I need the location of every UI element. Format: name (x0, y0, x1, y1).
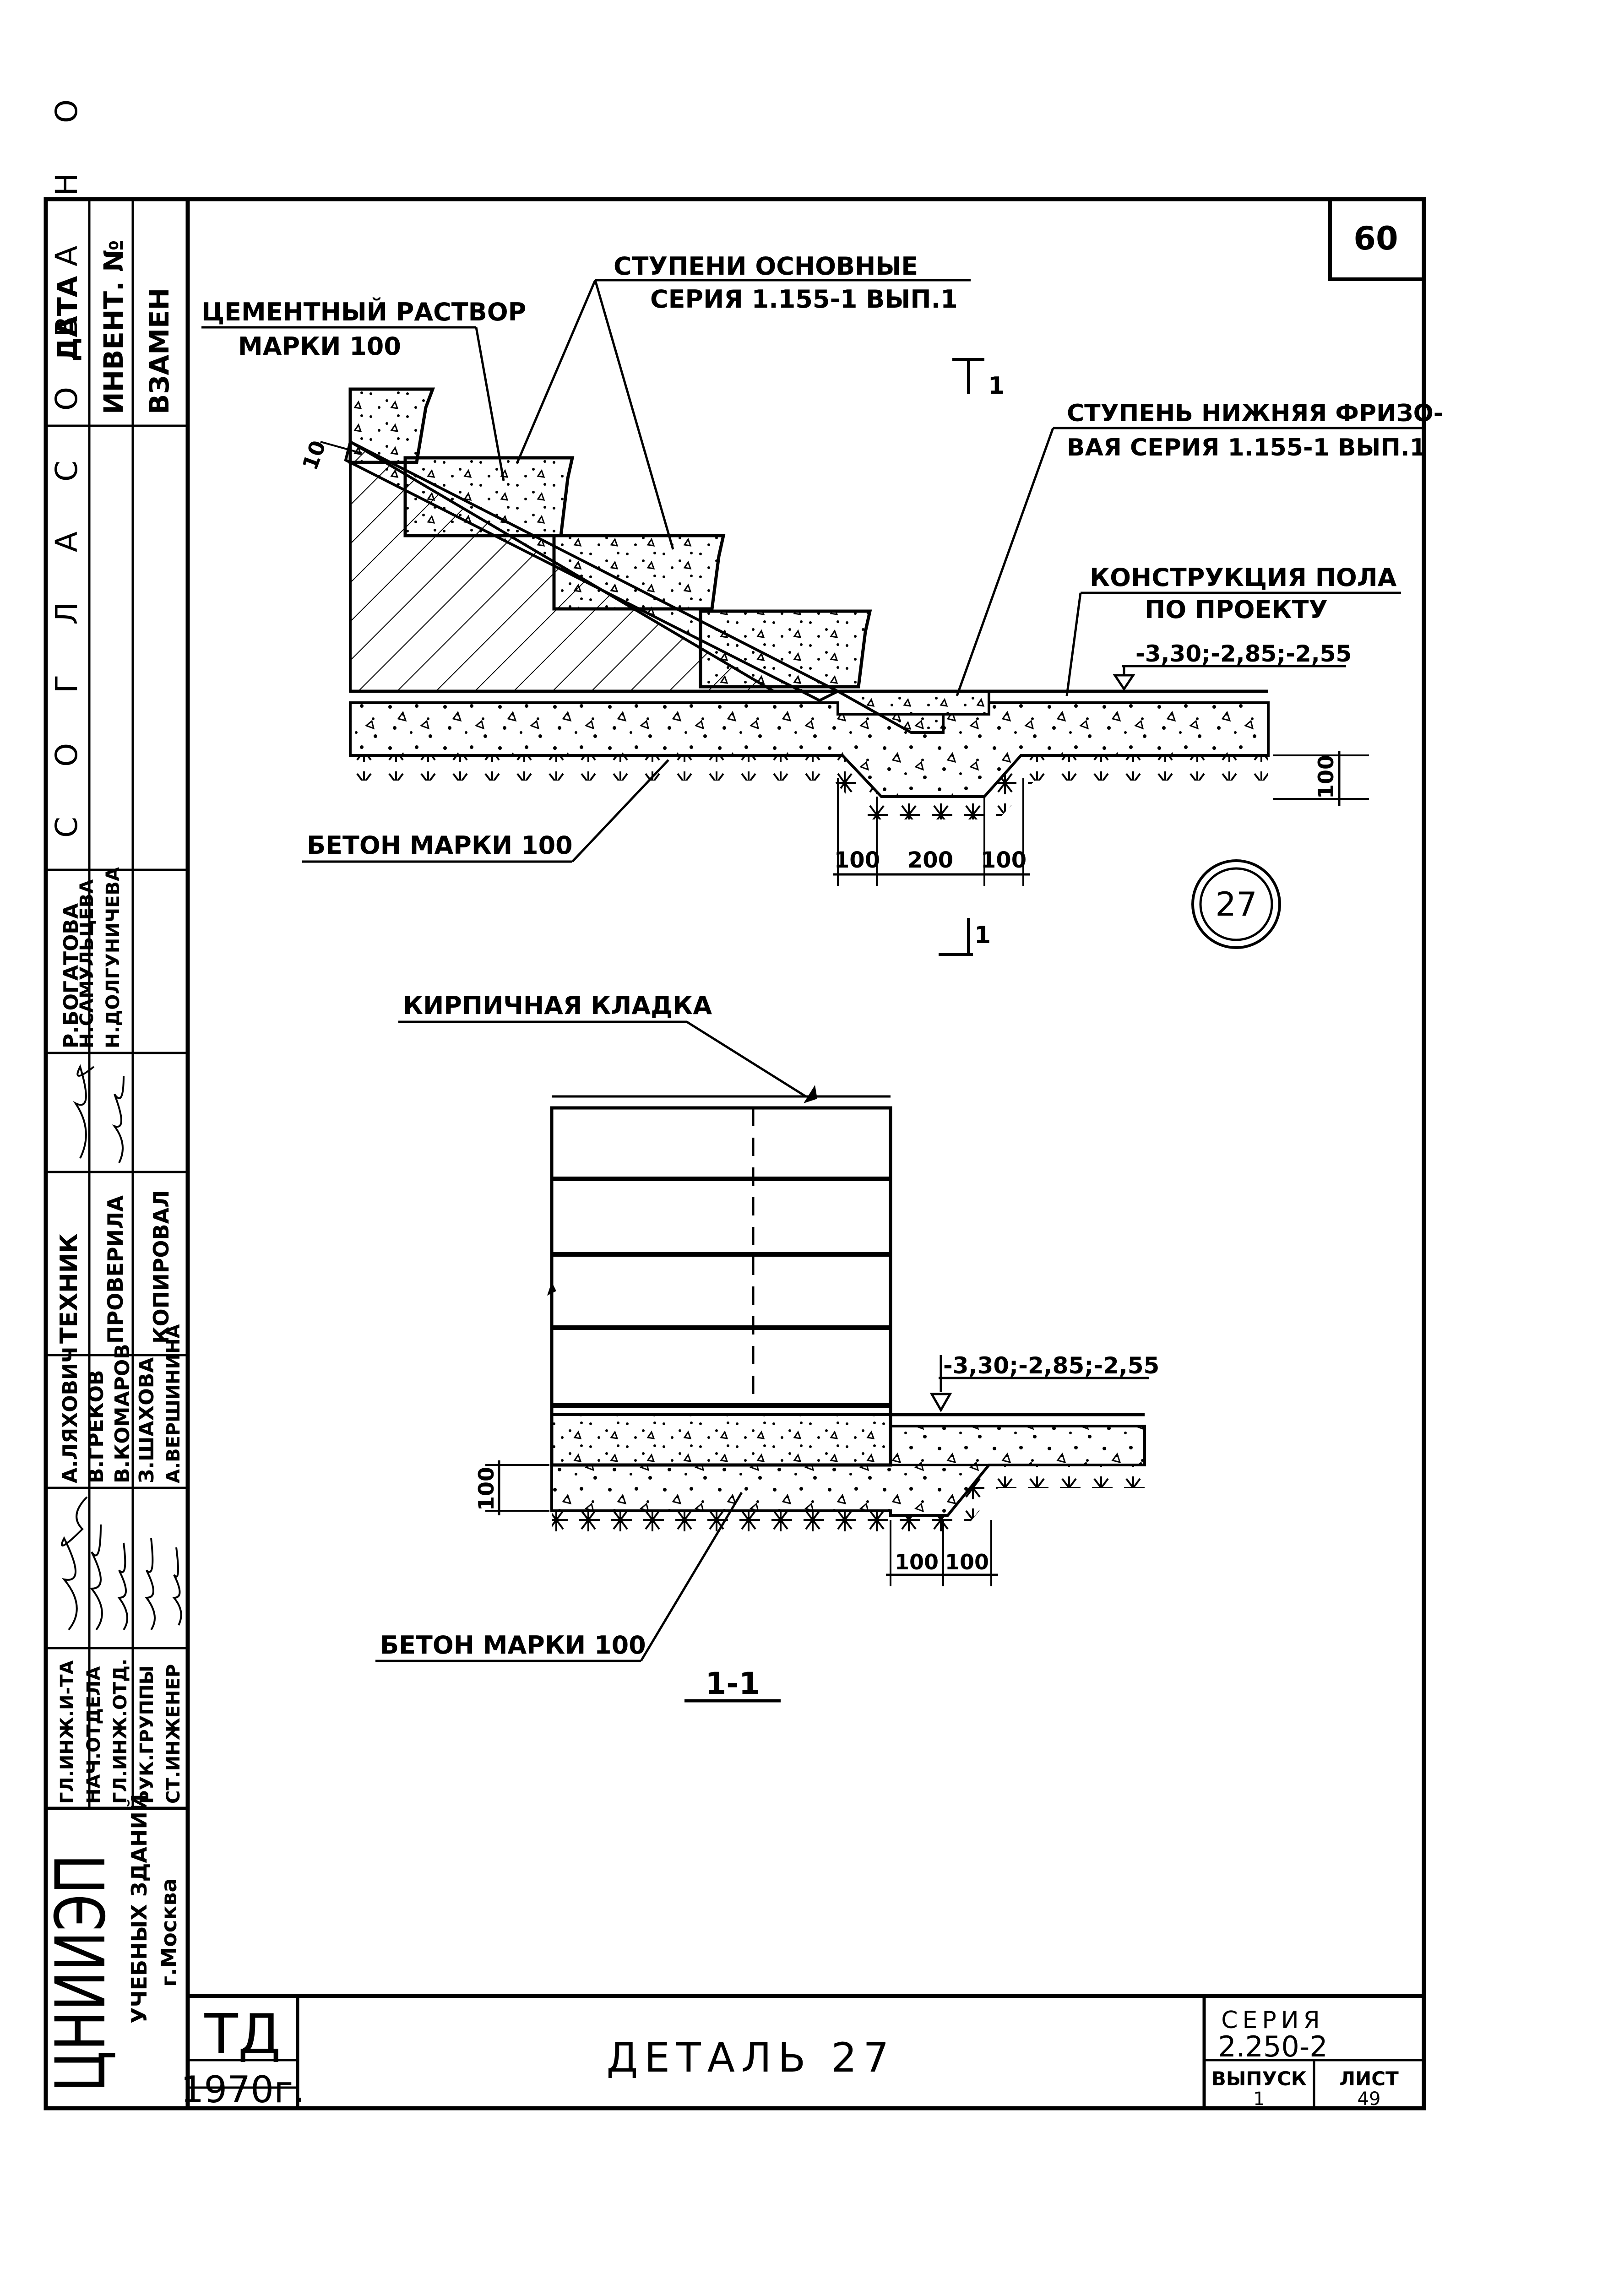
break-mark (804, 1085, 817, 1103)
sheet-label: ЛИСТ (1339, 2067, 1399, 2090)
dim-tick (320, 441, 362, 454)
issue-value: 1 (1253, 2089, 1265, 2110)
dim-sec-left: 100 (895, 1550, 939, 1574)
signature (112, 1075, 125, 1163)
leader-line (594, 280, 674, 550)
signature (117, 1542, 128, 1631)
level-marker (1113, 674, 1135, 691)
drawing-title: ДЕТАЛЬ 27 (607, 2034, 896, 2081)
detail-number: 27 (1215, 885, 1257, 923)
section-mark-bottom: 1 (974, 922, 991, 949)
stamp-role-1: ТЕХНИК (55, 1233, 83, 1344)
wall-footing (550, 1413, 892, 1466)
signature (172, 1547, 182, 1626)
stamp-role-8: СТ.ИНЖЕНЕР (163, 1664, 184, 1804)
stair-step (403, 456, 575, 537)
detail-circle-outer (1191, 859, 1281, 949)
stamp-role-7: РУК.ГРУППЫ (136, 1666, 158, 1804)
stamp-soglasovano: С О Г Л А С О В А Н О (49, 79, 84, 838)
stamp-name-4: А.ЛЯХОВИЧ (59, 1347, 82, 1483)
stamp-data: ДАТА (52, 276, 84, 362)
leader-line (516, 280, 597, 463)
org-city: г.Москва (157, 1878, 181, 1987)
label-concrete-section: БЕТОН МАРКИ 100 (380, 1631, 646, 1660)
label-brickwork: КИРПИЧНАЯ КЛАДКА (403, 991, 712, 1020)
soil-base (350, 755, 1268, 819)
signature (89, 1524, 103, 1631)
section-title: 1-1 (705, 1666, 760, 1701)
label-floor-1: КОНСТРУКЦИЯ ПОЛА (1090, 563, 1397, 592)
label-concrete-top: БЕТОН МАРКИ 100 (307, 831, 573, 860)
signature (61, 1496, 88, 1631)
leader-line (686, 1020, 807, 1098)
stamp-name-3: Н.ДОЛГУНИЧЕВА (103, 867, 124, 1048)
label-main-steps-series: СЕРИЯ 1.155-1 ВЫП.1 (650, 285, 958, 314)
series-value: 2.250-2 (1218, 2030, 1327, 2063)
org-subtitle: УЧЕБНЫХ ЗДАНИЙ (127, 1794, 152, 2024)
sheet-number-box (1328, 199, 1424, 281)
level-mark-top: -3,30;-2,85;-2,55 (1135, 640, 1352, 667)
outer-frame (43, 197, 1426, 2110)
level-marker (929, 1393, 952, 1413)
dim-sec-right: 100 (945, 1550, 989, 1574)
signature (145, 1538, 156, 1631)
steps (348, 387, 872, 689)
stamp-name-7: З.ШАХОВА (135, 1357, 158, 1483)
stamp-role-3: КОПИРОВАЛ (149, 1190, 174, 1344)
stamp-name-2: Н.САМУЛЬЦЕВА (76, 879, 98, 1048)
stair-step (699, 609, 872, 689)
break-mark (547, 1282, 556, 1296)
label-frieze-2: ВАЯ СЕРИЯ 1.155-1 ВЫП.1 (1067, 434, 1426, 461)
dim-top-right: 100 (981, 847, 1027, 873)
side-stamp: ДАТА ИНВЕНТ. № ВЗАМЕН С О Г Л А С О В А … (41, 79, 184, 2092)
stair-step (348, 387, 435, 464)
year: 1970г. (180, 2068, 304, 2111)
org-name: ЦНИИЭП (41, 1854, 121, 2092)
leader-line (571, 759, 669, 863)
stamp-name-8: А.ВЕРШИНИНА (163, 1324, 184, 1483)
issue-label: ВЫПУСК (1211, 2067, 1307, 2090)
section-mark-top: 1 (988, 372, 1005, 400)
stamp-role-5: НАЧ.ОТДЕЛА (83, 1666, 104, 1804)
signature (73, 1064, 95, 1159)
stamp-invent: ИНВЕНТ. № (98, 240, 129, 414)
leader-line (956, 428, 1054, 696)
level-mark-section: -3,30;-2,85;-2,55 (943, 1352, 1159, 1379)
series-label: СЕРИЯ (1221, 2007, 1325, 2034)
stamp-name-1: Р.БОГАТОВА (60, 903, 83, 1048)
dim-sec-height: 100 (474, 1467, 499, 1511)
section-1-1: КИРПИЧНАЯ КЛАДКА -3,30;-2,85;-2,55 100 1… (375, 991, 1159, 1703)
sheet-number: 60 (1353, 220, 1398, 257)
concrete-slab (349, 701, 1270, 798)
label-cement-grade: МАРКИ 100 (238, 332, 401, 361)
stamp-vzamen: ВЗАМЕН (144, 288, 175, 414)
stair-detail: 1 1 ЦЕМЕНТНЫЙ РАСТВОР МАРКИ 100 СТУПЕНИ … (201, 252, 1443, 956)
stamp-name-5: В.ГРЕКОВ (85, 1370, 108, 1484)
dim-top-mid: 200 (907, 847, 953, 873)
stamp-role-6: ГЛ.ИНЖ.ОТД. (110, 1659, 131, 1804)
label-main-steps: СТУПЕНИ ОСНОВНЫЕ (614, 252, 918, 281)
leader-line (1065, 592, 1082, 696)
stair-step (552, 534, 726, 611)
soil-section (552, 1465, 1145, 1538)
sheet-value: 49 (1358, 2089, 1381, 2110)
brick-wall (550, 1106, 892, 1467)
label-frieze-1: СТУПЕНЬ НИЖНЯЯ ФРИЗО- (1067, 400, 1443, 427)
stamp-role-2: ПРОВЕРИЛА (103, 1195, 128, 1344)
stamp-name-6: В.КОМАРОВ (111, 1344, 134, 1483)
label-floor-2: ПО ПРОЕКТУ (1145, 595, 1328, 624)
leader-line (640, 1492, 743, 1662)
stamp-role-4: ГЛ.ИНЖ.И-ТА (57, 1660, 78, 1804)
td-mark: ТД (204, 2003, 281, 2067)
dim-top-left: 100 (834, 847, 880, 873)
dim-top-height: 100 (1314, 755, 1338, 799)
label-cement-mortar: ЦЕМЕНТНЫЙ РАСТВОР (201, 298, 526, 326)
detail-circle-inner (1199, 867, 1273, 941)
leader-line (475, 327, 505, 481)
